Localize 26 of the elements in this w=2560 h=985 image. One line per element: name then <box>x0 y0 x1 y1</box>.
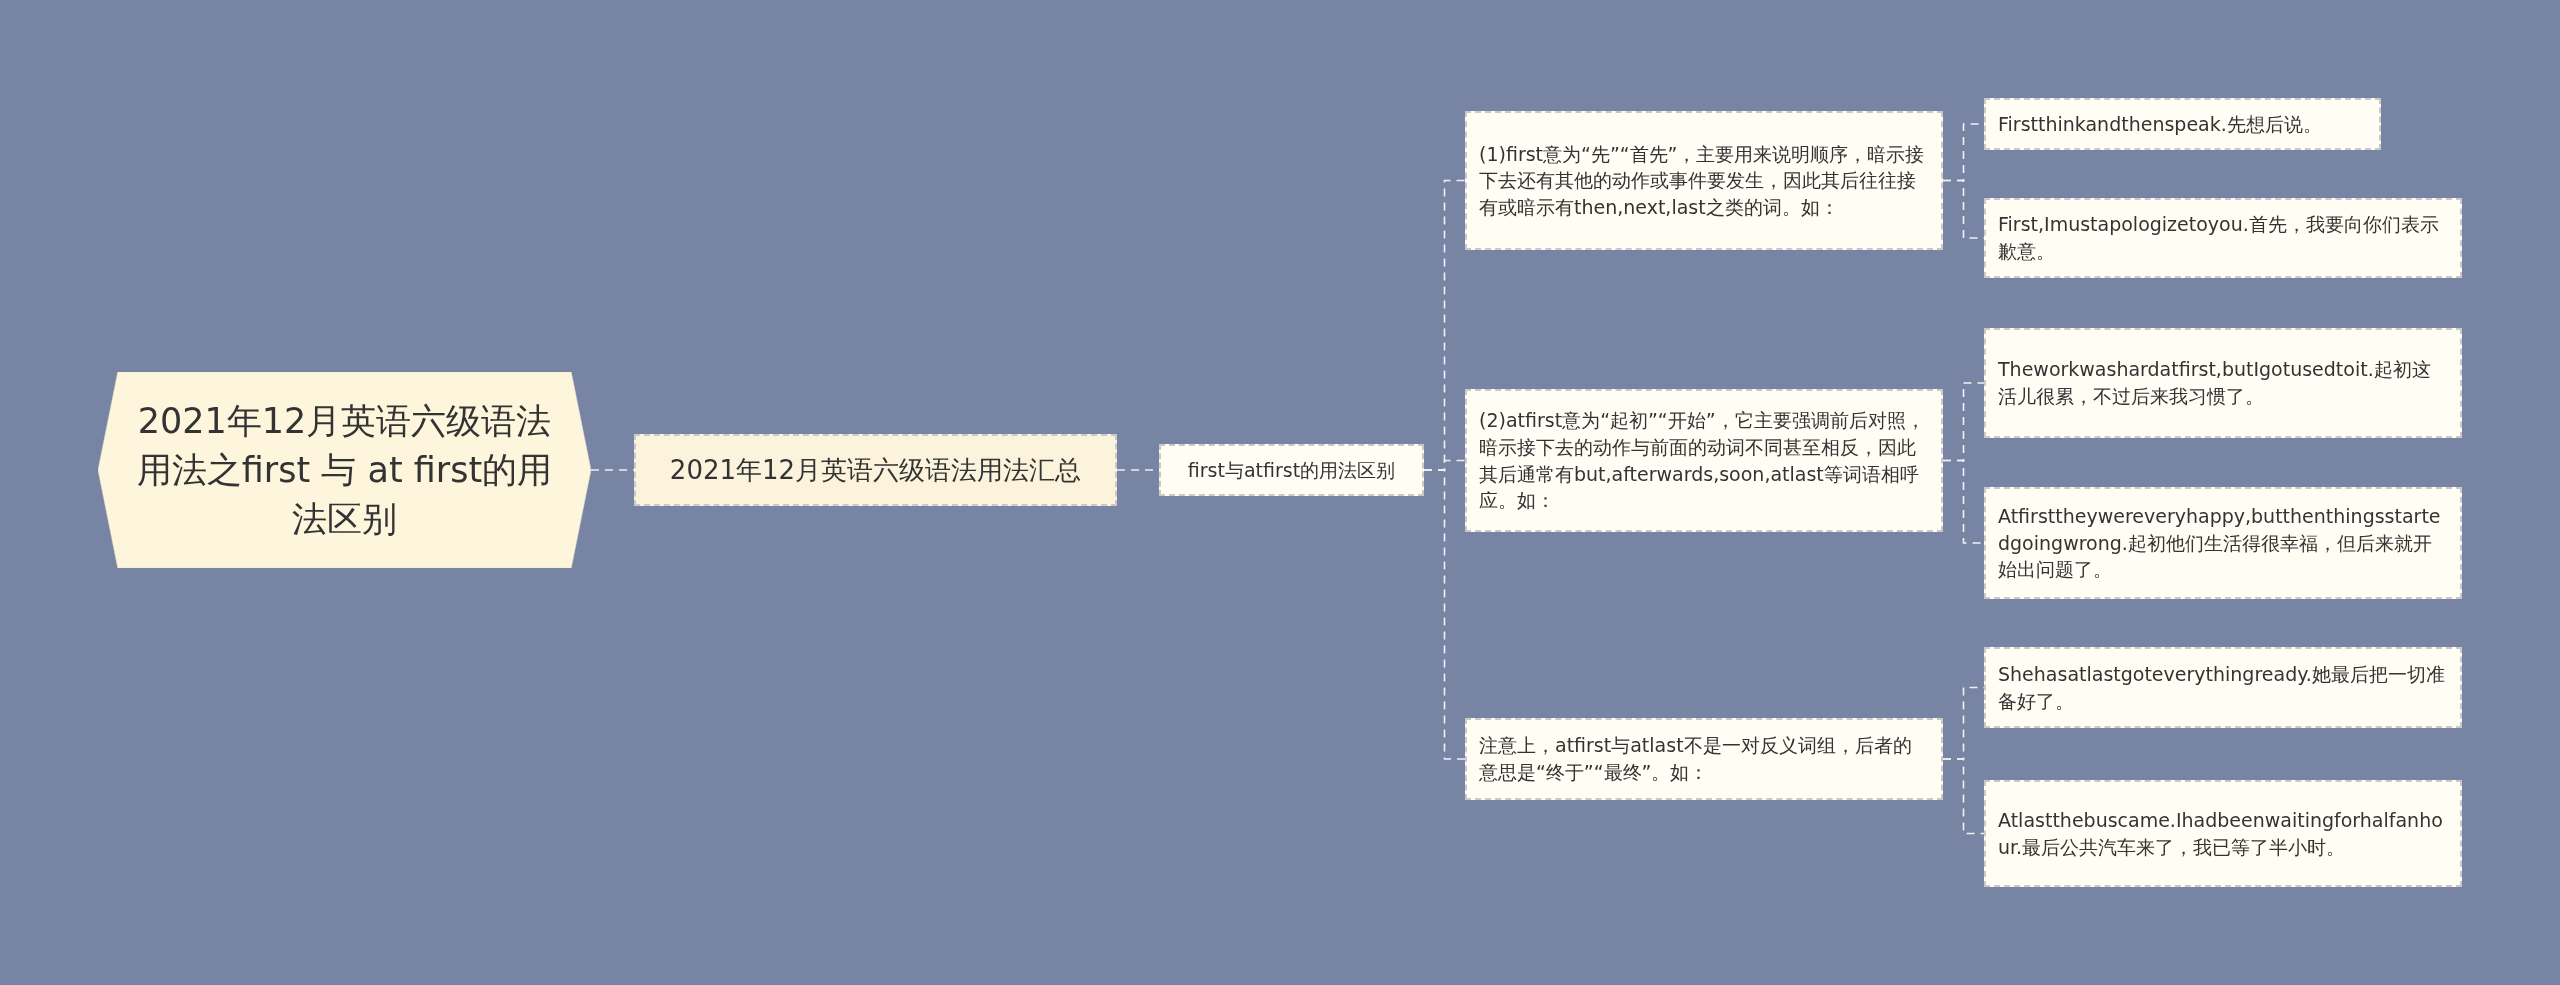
topic-text: Firstthinkandthenspeak.先想后说。 <box>1998 111 2322 137</box>
topic-text: Theworkwashardatfirst,butIgotusedtoit.起初这活儿很累，不过后来我习惯了。 <box>1998 357 2432 409</box>
topic-box <box>1984 328 2462 438</box>
topic-text: 注意上，atfirst与atlast不是一对反义词组，后者的意思是“终于”“最终”。如： <box>1479 733 1913 785</box>
connector-line <box>1942 758 1985 835</box>
topic-text: Atfirsttheywereveryhappy,butthenthingsstartedgoingwrong.起初他们生活得很幸福，但后来就开始出问题了。 <box>1998 504 2442 583</box>
topic-hexagon <box>98 372 591 568</box>
topic-box <box>1465 718 1943 800</box>
topic-box <box>1984 780 2462 887</box>
topic-text: first与atfirst的用法区别 <box>1187 457 1396 483</box>
topic-text: 2021年12月英语六级语法用法汇总 <box>669 453 1082 487</box>
connector-line <box>1423 469 1466 760</box>
topic-text: (2)atfirst意为“起初”“开始”，它主要强调前后对照，暗示接下去的动作与前面的动词不同甚至相反，因此其后通常有but,afterwards,soon,atlast等词语相呼应。如： <box>1479 408 1926 514</box>
topic-box <box>1465 389 1943 532</box>
topic-box <box>1159 444 1424 496</box>
topic-box <box>1984 98 2381 150</box>
topic-text: Atlastthebuscame.Ihadbeenwaitingforhalfanhour.最后公共汽车来了，我已等了半小时。 <box>1998 807 2444 860</box>
topic-box <box>1465 111 1943 250</box>
topic-text: Shehasatlastgoteverythingready.她最后把一切准备好了。 <box>1998 661 2446 714</box>
topic-box <box>1984 647 2462 728</box>
topic-text: First,Imustapologizetoyou.首先，我要向你们表示歉意。 <box>1998 212 2440 264</box>
topic-text: (1)first意为“先”“首先”，主要用来说明顺序，暗示接下去还有其他的动作或事件要发生，因此其后往往接有或暗示有then,next,last之类的词。如： <box>1479 141 1926 220</box>
topic-box <box>1984 487 2462 599</box>
topic-box <box>1984 198 2462 278</box>
topic-box <box>634 434 1117 506</box>
topic-text: 2021年12月英语六级语法用法之first 与 at first的用法区别 <box>135 399 554 541</box>
